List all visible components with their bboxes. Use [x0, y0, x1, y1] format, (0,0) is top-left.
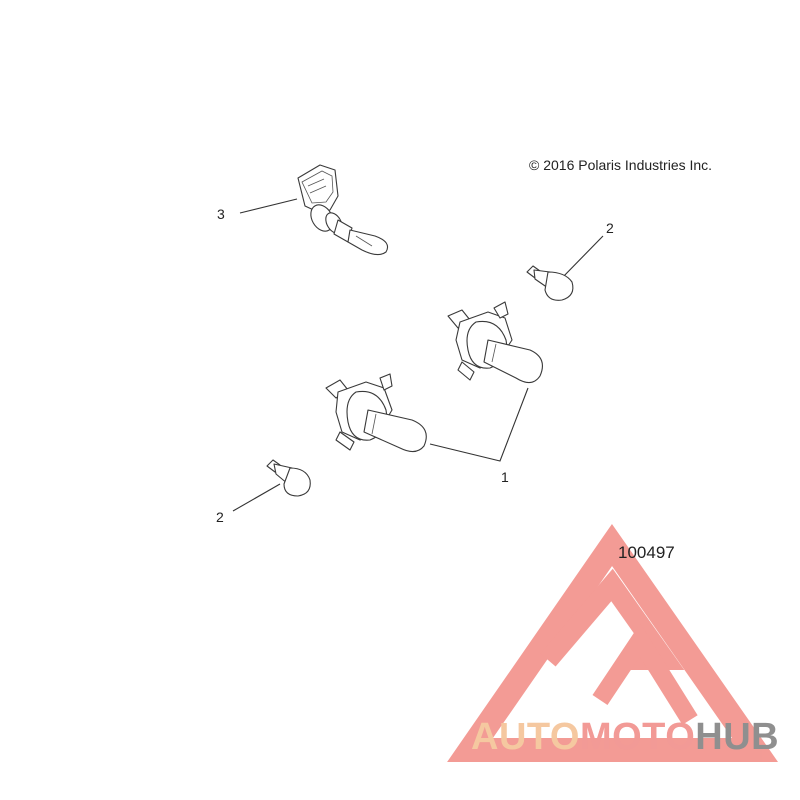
watermark-hub: HUB — [695, 716, 780, 758]
copyright-notice: © 2016 Polaris Industries Inc. — [529, 157, 713, 173]
leader-2-top — [559, 235, 604, 281]
headlight-bulb-upper — [447, 301, 543, 384]
watermark-auto: AUTO — [471, 716, 580, 758]
headlight-bulb-lower — [325, 373, 427, 453]
leader-2-bottom — [232, 483, 281, 512]
watermark-moto: MOTO — [579, 716, 696, 758]
watermark-brand-text: AUTOMOTOHUB — [471, 716, 779, 759]
wedge-bulb-top — [526, 265, 574, 301]
leader-lines — [232, 198, 604, 512]
halogen-connector-bulb — [297, 164, 389, 256]
callout-label-3: 3 — [217, 206, 225, 222]
wedge-bulb-bottom — [266, 459, 311, 497]
leader-1 — [429, 387, 529, 462]
diagram-part-number: 100497 — [618, 543, 675, 562]
callout-label-1: 1 — [501, 469, 509, 485]
watermark-logo — [447, 523, 779, 762]
callout-label-2-top: 2 — [606, 220, 614, 236]
callout-label-2-bottom: 2 — [216, 509, 224, 525]
leader-3 — [239, 198, 298, 214]
